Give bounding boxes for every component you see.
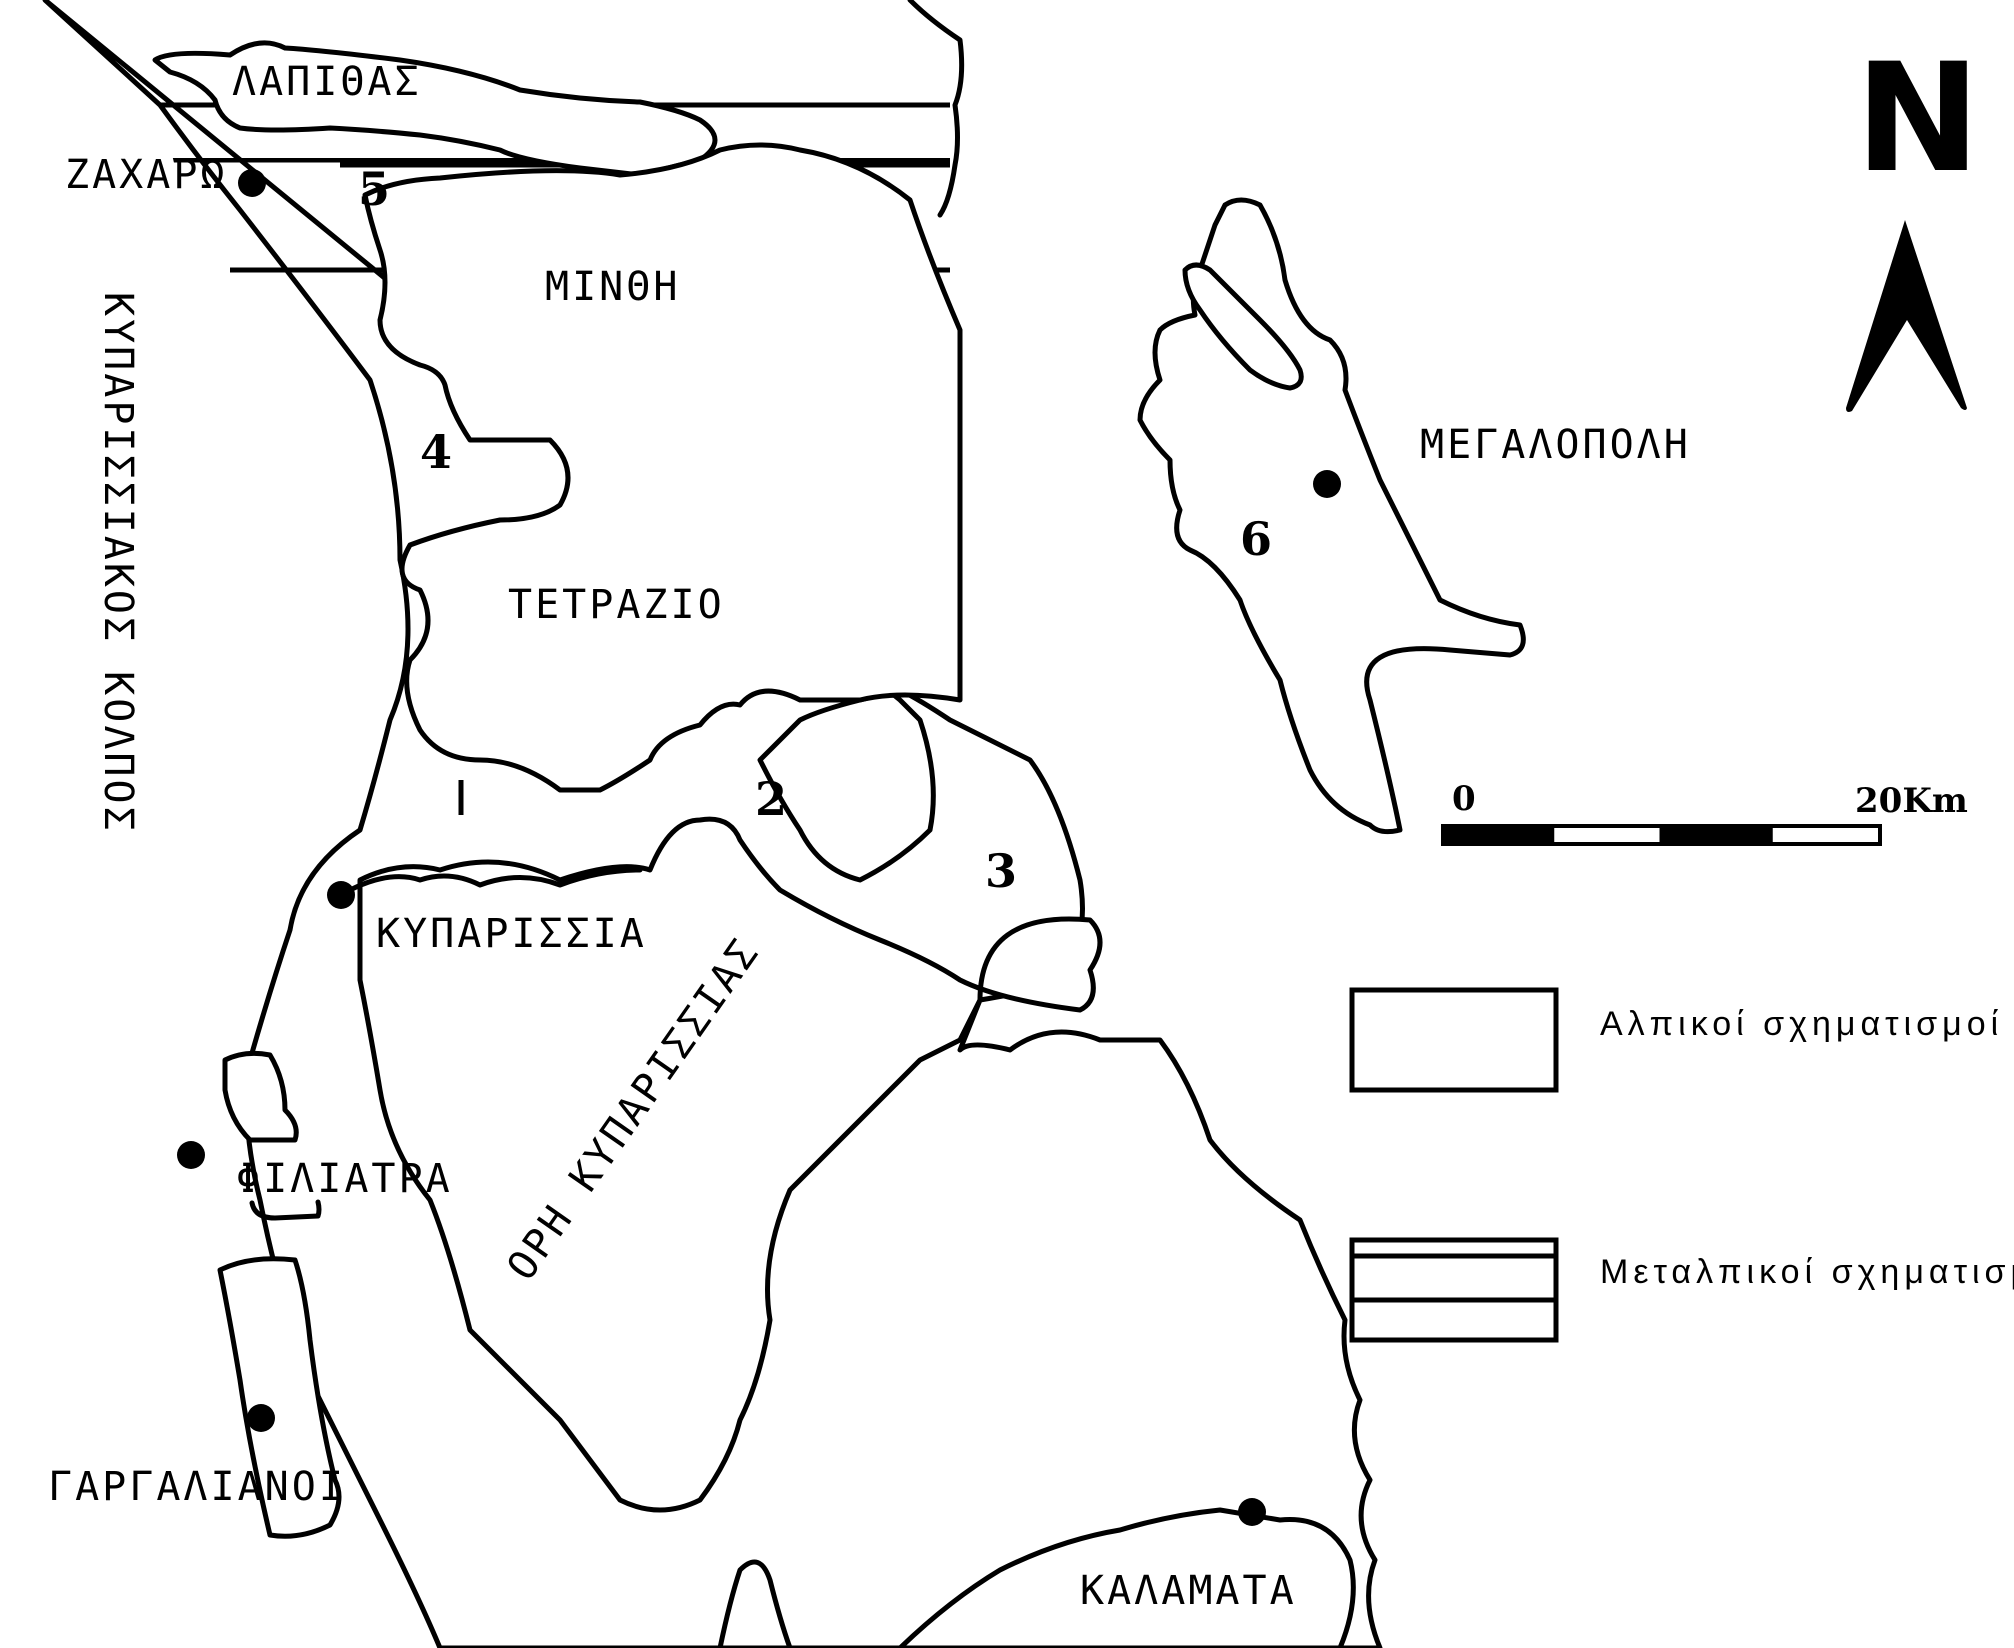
unit-number-3: 3	[985, 844, 1017, 898]
scale-start-label: 0	[1452, 779, 1476, 819]
alpine-south-inlet	[717, 1559, 793, 1648]
alpine-filiatra	[222, 1050, 299, 1143]
label-tetrazio: ΤΕΤΡΑΖΙΟ	[508, 582, 725, 628]
label-kalamata: ΚΑΛΑΜΑΤΑ	[1080, 1568, 1297, 1614]
kyparissia-boundary	[347, 867, 643, 893]
town-dot-kalamata	[1238, 1498, 1266, 1526]
scale-segment	[1441, 824, 1555, 846]
label-gargalianoi: ΓΑΡΓΑΛΙΑΝΟΙ	[48, 1464, 346, 1510]
alpine-gargalianoi	[217, 1256, 342, 1539]
unit-number-2: 2	[755, 772, 787, 826]
label-minthi: ΜΙΝΘΗ	[545, 264, 680, 310]
alpine-kalamata	[897, 1507, 1356, 1648]
label-megalopoli: ΜΕΓΑΛΟΠΟΛΗ	[1420, 422, 1691, 468]
unit-number-5: 5	[358, 162, 390, 216]
post-alpine-megalopoli	[1137, 197, 1526, 835]
legend-label-alpine: Αλπικοί σχηματισμοί	[1600, 1005, 2003, 1043]
legend-item-alpine: Αλπικοί σχηματισμοί	[1349, 987, 2003, 1093]
scale-segments	[1441, 824, 1882, 846]
alpine-ori-kyparissias	[357, 816, 1103, 1513]
town-dot-gargalianoi	[247, 1404, 275, 1432]
label-zacharo: ΖΑΧΑΡΩ	[65, 152, 228, 198]
alpine-regions	[152, 40, 1356, 1648]
label-kyparissia: ΚΥΠΑΡΙΣΣΙΑ	[376, 911, 647, 957]
label-filiatra: ΦΙΛΙΑΤΡΑ	[236, 1156, 453, 1202]
unit-number-4: 4	[420, 425, 452, 479]
megalopoli-basin	[1137, 197, 1526, 835]
town-dot-zacharo	[238, 169, 266, 197]
town-dot-filiatra	[177, 1141, 205, 1169]
filiatra-bracket	[249, 1199, 322, 1221]
north-arrow-icon	[1846, 220, 1967, 412]
scale-segment	[1659, 824, 1773, 846]
town-markers	[177, 169, 1341, 1526]
scale-segment	[1768, 824, 1882, 846]
alpine-minthi-tetrazio	[362, 142, 963, 793]
label-lapithas: ΛΑΠΙΘΑΣ	[232, 59, 422, 105]
legend-label-post-alpine: Μεταλπικοί σχηματισμοί	[1600, 1253, 2014, 1291]
town-dot-kyparissia	[327, 881, 355, 909]
scale-segment	[1550, 824, 1664, 846]
alpine-megalopoli-inlier	[1182, 262, 1304, 391]
unit-number-6: 6	[1240, 512, 1272, 566]
legend-swatch-alpine	[1349, 987, 1559, 1093]
label-gulf: ΚΥΠΑΡΙΣΣΙΑΚΟΣ ΚΟΛΠΟΣ	[95, 292, 141, 834]
north-letter: N	[1855, 32, 1981, 206]
legend: Αλπικοί σχηματισμοί Μεταλπικοί σχηματισμ…	[1349, 987, 2014, 1343]
north-arrow: N	[1846, 32, 1981, 412]
coastline-west	[42, 0, 1383, 1648]
scale-bar: 0 20Km	[1441, 779, 1968, 846]
post-alpine-region-west	[42, 0, 1383, 1648]
legend-item-post-alpine: Μεταλπικοί σχηματισμοί	[1349, 1237, 2014, 1343]
scale-end-label: 20Km	[1855, 781, 1968, 821]
town-dot-megalopoli	[1313, 470, 1341, 498]
